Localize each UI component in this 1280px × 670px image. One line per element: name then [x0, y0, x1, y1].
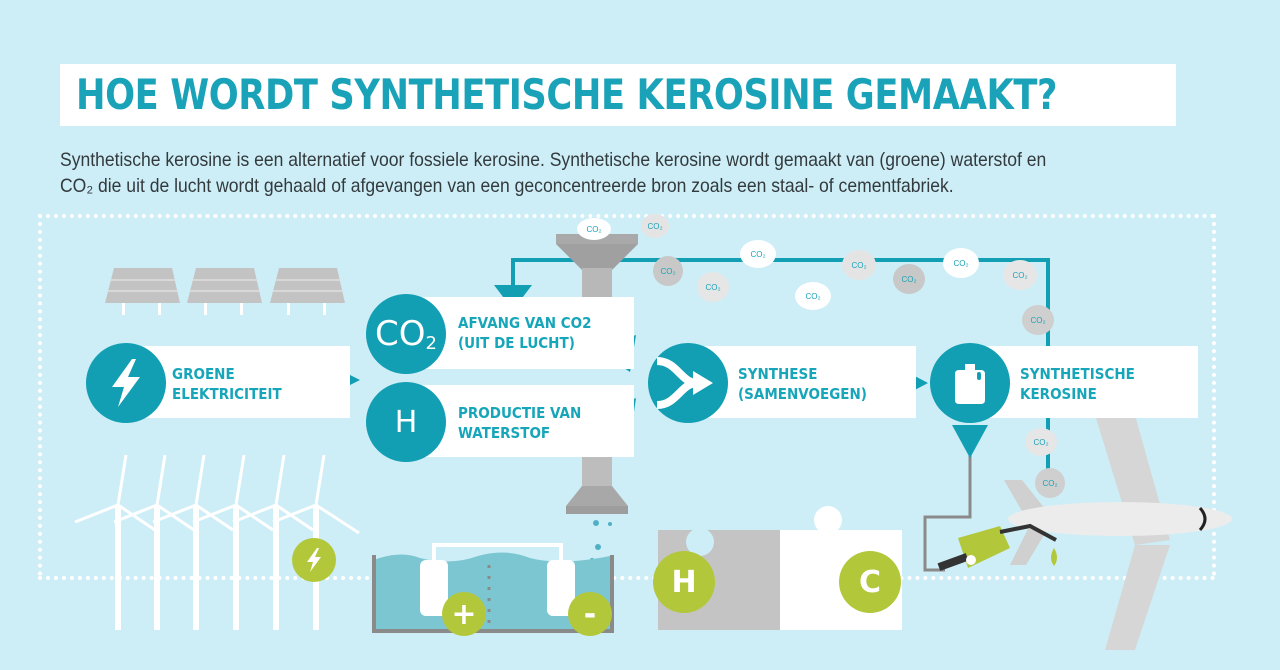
diagram-frame-bottom [38, 576, 1216, 580]
step-label: PRODUCTIE VAN WATERSTOF [458, 404, 582, 442]
intro-line-1: Synthetische kerosine is een alternatief… [60, 149, 1047, 171]
step-label: SYNTHESE (SAMENVOEGEN) [738, 365, 867, 403]
plus-electrode-badge: + [442, 592, 486, 636]
co2-cloud: CO₂ [842, 250, 876, 280]
co2-cloud: CO₂ [943, 248, 979, 278]
minus-electrode-badge: - [568, 592, 612, 636]
title-banner: HOE WORDT SYNTHETISCHE KEROSINE GEMAAKT? [60, 64, 1176, 126]
co2-cloud: CO₂ [1035, 468, 1065, 498]
lightning-bolt-icon [307, 548, 321, 572]
step-label: AFVANG VAN CO2 (UIT DE LUCHT) [458, 314, 592, 352]
co2-cloud: CO₂ [1003, 260, 1037, 290]
co2-cloud: CO₂ [697, 272, 729, 302]
step-afvang-co2: AFVANG VAN CO2 (UIT DE LUCHT) [400, 297, 634, 369]
co2-cloud: CO₂ [641, 214, 669, 238]
carbon-badge: C [839, 551, 901, 613]
page-title: HOE WORDT SYNTHETISCHE KEROSINE GEMAAKT? [76, 70, 1058, 119]
electricity-badge [292, 538, 336, 582]
intro-line-2: CO₂ die uit de lucht wordt gehaald of af… [60, 175, 954, 197]
co2-cloud: CO₂ [653, 256, 683, 286]
hydrogen-badge: H [653, 551, 715, 613]
step-label: SYNTHETISCHE KEROSINE [1020, 365, 1135, 403]
co2-cloud: CO₂ [1025, 428, 1057, 456]
lightning-bolt-icon [86, 343, 166, 423]
intro-paragraph: Synthetische kerosine is een alternatief… [60, 147, 1140, 199]
hydrogen-icon: H [366, 382, 446, 462]
step-label: GROENE ELEKTRICITEIT [172, 365, 282, 403]
diagram-frame [38, 214, 1216, 576]
co2-cloud: CO₂ [1022, 305, 1054, 335]
merge-arrow-icon [648, 343, 728, 423]
co2-cloud: CO₂ [795, 282, 831, 310]
jerrycan-icon [930, 343, 1010, 423]
co2-cloud: CO₂ [893, 264, 925, 294]
co2-cloud: CO₂ [740, 240, 776, 268]
co2-cloud: CO₂ [577, 218, 611, 240]
